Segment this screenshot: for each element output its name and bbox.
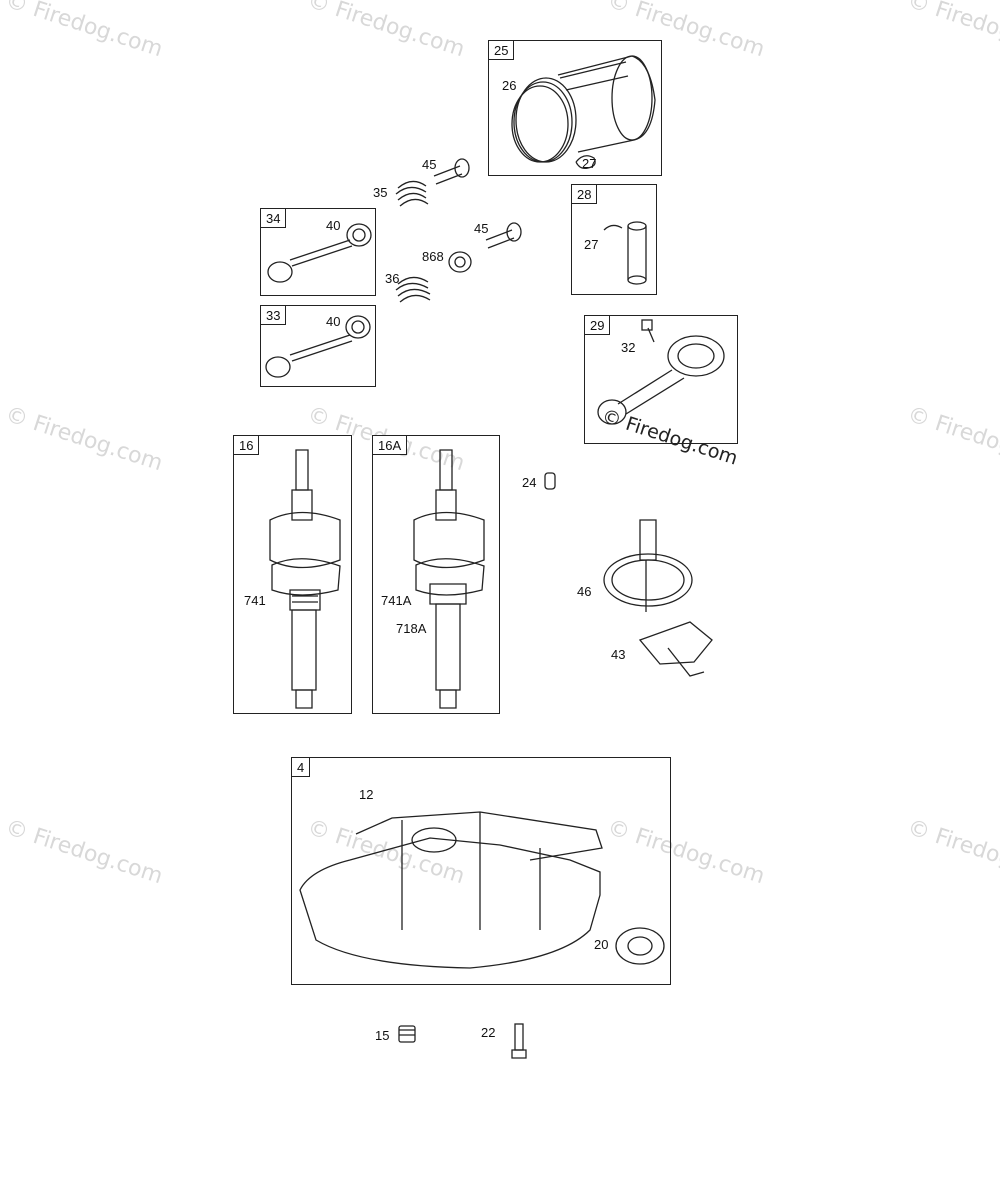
part-label: 45 bbox=[422, 157, 437, 172]
part-label: 36 bbox=[385, 271, 400, 286]
part-label: 45 bbox=[474, 221, 489, 236]
part-label: 24 bbox=[522, 475, 537, 490]
box-tag: 4 bbox=[291, 757, 311, 777]
crankshaft-icon bbox=[269, 449, 341, 709]
part-label: 40 bbox=[326, 218, 341, 233]
bolt-icon bbox=[511, 1023, 527, 1059]
box-tag: 16 bbox=[233, 435, 260, 455]
part-box-crankshaft-alt[interactable]: 16A bbox=[372, 435, 500, 714]
governor-icon bbox=[638, 621, 713, 677]
box-tag: 33 bbox=[260, 305, 287, 325]
part-label: 40 bbox=[326, 314, 341, 329]
part-label: 26 bbox=[502, 78, 517, 93]
part-label: 718A bbox=[396, 621, 427, 636]
box-tag: 28 bbox=[571, 184, 598, 204]
part-label: 27 bbox=[582, 156, 597, 171]
part-box-sump[interactable]: 4 bbox=[291, 757, 671, 985]
part-label: 741 bbox=[244, 593, 266, 608]
dowel-pin-icon bbox=[544, 472, 556, 490]
wrist-pin-icon bbox=[603, 221, 647, 285]
part-label: 35 bbox=[373, 185, 388, 200]
part-box-intake-valve[interactable]: 33 bbox=[260, 305, 376, 387]
valve-tappet-icon bbox=[433, 158, 522, 249]
part-label: 27 bbox=[584, 237, 599, 252]
clip-icon bbox=[575, 155, 596, 170]
part-label: 22 bbox=[481, 1025, 496, 1040]
box-tag: 16A bbox=[372, 435, 408, 455]
part-label: 32 bbox=[621, 340, 636, 355]
part-box-crankshaft[interactable]: 16 bbox=[233, 435, 352, 714]
piston-icon bbox=[511, 55, 656, 163]
part-label: 12 bbox=[359, 787, 374, 802]
part-label: 43 bbox=[611, 647, 626, 662]
part-box-connecting-rod[interactable]: 29 bbox=[584, 315, 738, 444]
connecting-rod-icon bbox=[597, 319, 725, 425]
retainer-icon bbox=[345, 223, 472, 339]
part-label: 868 bbox=[422, 249, 444, 264]
box-tag: 25 bbox=[488, 40, 515, 60]
valve-icon bbox=[265, 239, 353, 378]
crankcase-sump-icon bbox=[299, 811, 603, 969]
part-label: 46 bbox=[577, 584, 592, 599]
crankshaft-icon bbox=[413, 449, 485, 709]
part-box-exhaust-valve[interactable]: 34 bbox=[260, 208, 376, 296]
drain-plug-icon bbox=[398, 1025, 416, 1043]
valve-spring-icon bbox=[395, 180, 431, 303]
part-box-piston[interactable]: 25 bbox=[488, 40, 662, 176]
part-label: 15 bbox=[375, 1028, 390, 1043]
part-label: 741A bbox=[381, 593, 412, 608]
box-tag: 29 bbox=[584, 315, 611, 335]
oil-seal-icon bbox=[615, 927, 665, 965]
part-label: 20 bbox=[594, 937, 609, 952]
box-tag: 34 bbox=[260, 208, 287, 228]
camshaft-icon bbox=[603, 519, 693, 612]
part-box-wrist-pin[interactable]: 28 bbox=[571, 184, 657, 295]
